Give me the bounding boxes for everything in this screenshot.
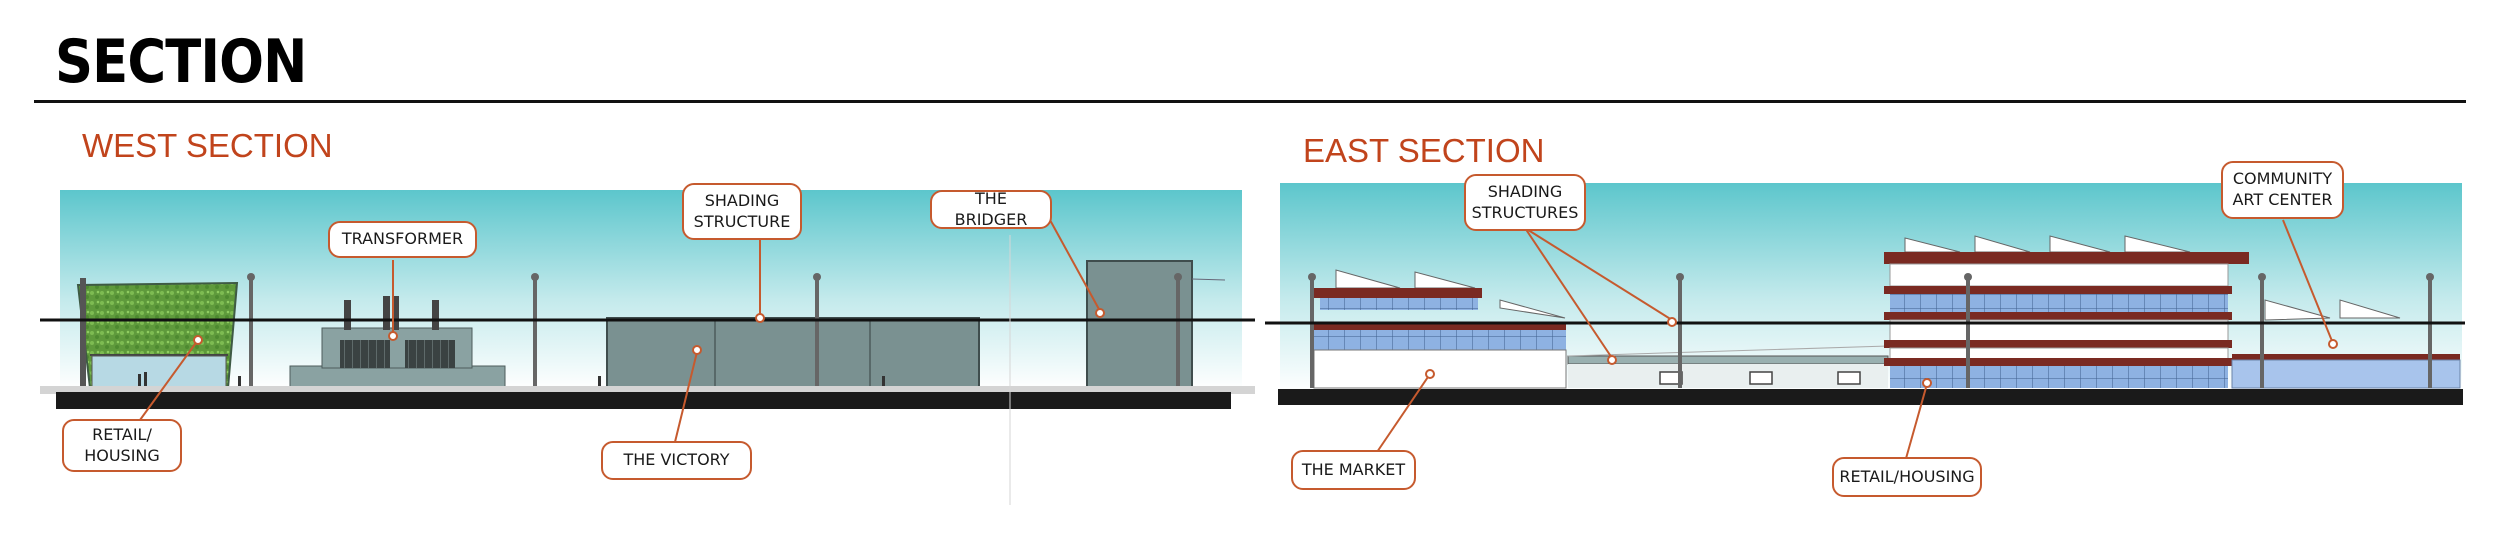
callout-shading-structure: SHADING STRUCTURE	[682, 183, 802, 240]
callout-the-bridger: THE BRIDGER	[930, 189, 1052, 229]
east-section-drawing	[1265, 183, 2465, 463]
callout-shading-structures: SHADING STRUCTURES	[1464, 174, 1586, 231]
east-vehicles	[1659, 371, 1861, 385]
callout-retail-housing-west: RETAIL/ HOUSING	[62, 419, 182, 472]
retail-housing-building-west	[76, 278, 239, 389]
west-leader-dots	[193, 308, 1105, 355]
callout-retail-housing-east: RETAIL/HOUSING	[1832, 457, 1982, 497]
west-pedestrians	[138, 372, 885, 388]
west-light-poles	[247, 273, 1182, 388]
callout-transformer: TRANSFORMER	[328, 221, 477, 258]
callout-community-art-center: COMMUNITY ART CENTER	[2221, 161, 2344, 219]
west-section-drawing	[40, 190, 1255, 505]
page-title: SECTION	[55, 27, 307, 97]
the-victory-building	[606, 317, 980, 389]
title-rule	[34, 100, 2466, 103]
east-ground-slab	[1278, 389, 2463, 405]
east-shading-structures	[1567, 345, 1889, 388]
west-section-heading: WEST SECTION	[82, 127, 333, 164]
west-ground-slab	[56, 392, 1231, 409]
community-art-center-building	[2231, 299, 2461, 389]
east-light-poles	[1308, 273, 2434, 388]
west-leaders	[139, 219, 1101, 443]
east-leader-dots	[1425, 317, 2338, 388]
east-leaders	[1374, 219, 2333, 463]
the-market-building	[1313, 269, 1567, 389]
retail-housing-building-east	[1884, 235, 2249, 388]
west-street-surface	[40, 386, 1255, 394]
callout-the-victory: THE VICTORY	[601, 441, 752, 480]
callout-the-market: THE MARKET	[1291, 450, 1416, 490]
east-section-heading: EAST SECTION	[1303, 132, 1545, 169]
